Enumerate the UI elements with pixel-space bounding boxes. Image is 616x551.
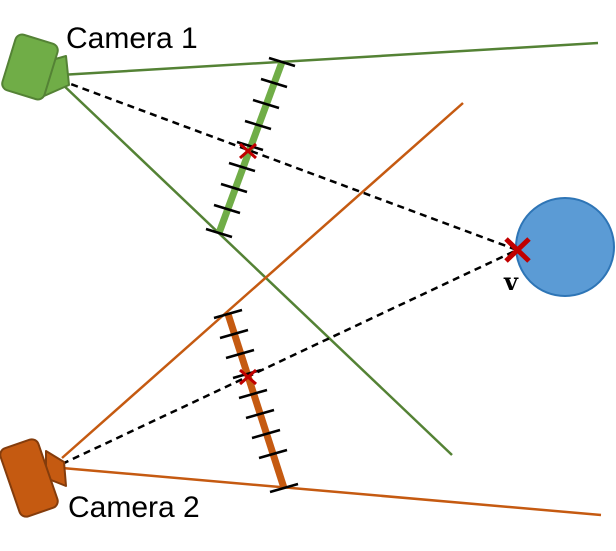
camera-2-frustum-lower-line — [61, 466, 602, 517]
camera-1-projected-point-marker — [239, 142, 257, 160]
camera-1-frustum-lower-line — [59, 81, 453, 456]
target-object-sphere — [515, 197, 615, 297]
camera-2-image-plane-ticks — [213, 308, 299, 494]
target-point-label: v — [503, 267, 519, 296]
camera-2-label: Camera 2 — [68, 491, 200, 524]
camera-2-projected-point-marker — [239, 368, 257, 386]
camera-1-image-plane-ticks — [205, 56, 296, 239]
camera-2-image-plane — [224, 312, 288, 490]
camera-1-projection-ray — [59, 78, 518, 252]
camera-1-label: Camera 1 — [66, 22, 198, 55]
camera-1-frustum-upper-line — [59, 41, 599, 77]
target-point-marker — [504, 237, 531, 263]
camera-2-projection-ray — [61, 248, 518, 466]
camera-2-frustum-upper-line — [61, 102, 464, 459]
camera-1-icon — [1, 33, 70, 101]
camera-2-icon — [0, 438, 67, 518]
